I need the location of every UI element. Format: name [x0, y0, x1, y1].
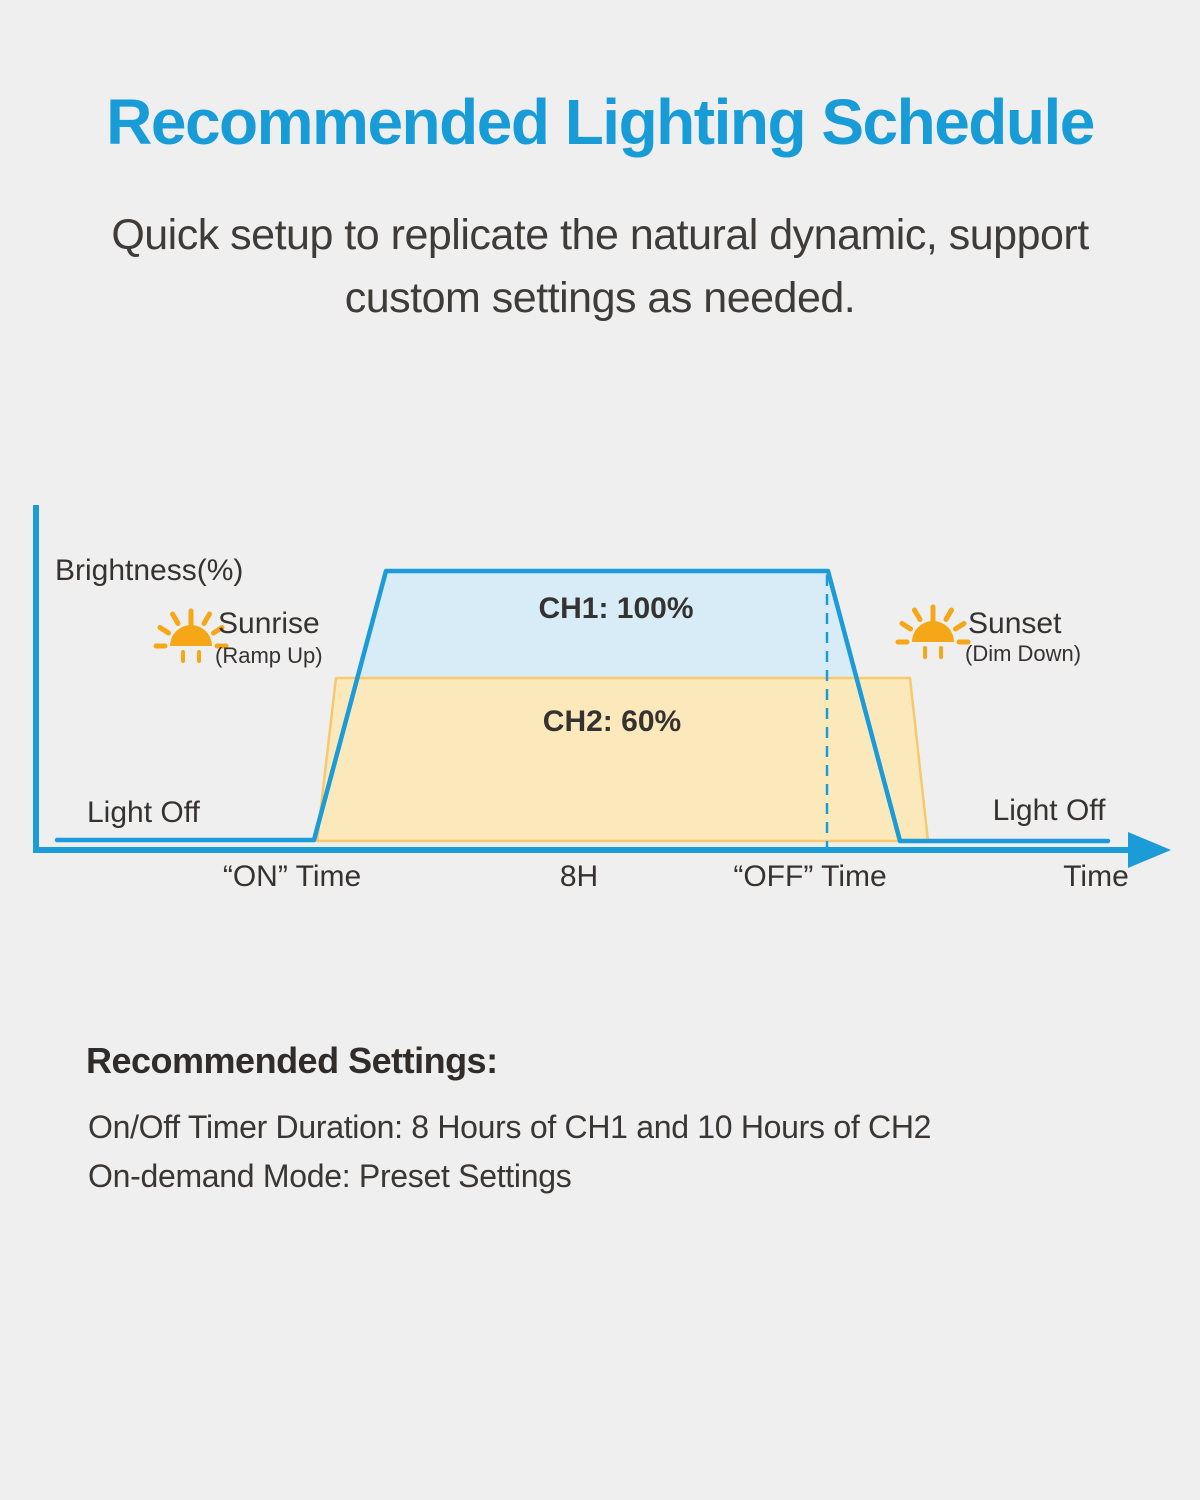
brightness-curve [54, 568, 1111, 844]
sunset-sublabel: (Dim Down) [965, 641, 1081, 666]
page-subtitle-line2: custom settings as needed. [344, 274, 856, 322]
page-subtitle-line1: Quick setup to replicate the natural dyn… [111, 211, 1089, 259]
page-title: Recommended Lighting Schedule [106, 86, 1095, 158]
x-axis-arrow-icon [1128, 832, 1171, 868]
sunrise-sublabel: (Ramp Up) [215, 643, 323, 668]
ch2-value-label: CH2: 60% [543, 705, 681, 738]
x-tick-8h: 8H [560, 860, 598, 893]
settings-line-mode: On-demand Mode: Preset Settings [88, 1158, 572, 1194]
x-tick-off-time: “OFF” Time [733, 860, 886, 893]
ch1-value-label: CH1: 100% [538, 592, 693, 625]
sunset-icon [898, 607, 968, 657]
x-axis-label: Time [1063, 860, 1129, 893]
settings-line-timer: On/Off Timer Duration: 8 Hours of CH1 an… [88, 1109, 932, 1145]
settings-heading: Recommended Settings: [86, 1040, 498, 1081]
y-axis-label: Brightness(%) [55, 554, 243, 587]
sunset-label: Sunset [968, 607, 1062, 640]
sunrise-label: Sunrise [218, 607, 320, 640]
lighting-schedule-chart-main: Brightness(%) Sunrise (Ramp Up) Sunset (… [33, 505, 1171, 893]
x-tick-on-time: “ON” Time [223, 860, 361, 893]
ch2-area [315, 676, 930, 843]
light-off-right-label: Light Off [993, 794, 1107, 827]
page-subtitle: Quick setup to replicate the natural dyn… [0, 204, 1200, 330]
light-off-left-label: Light Off [87, 796, 201, 829]
